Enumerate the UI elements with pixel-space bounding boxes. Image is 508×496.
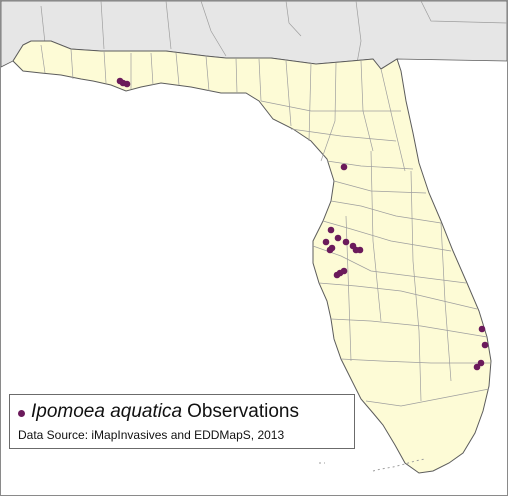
legend-observations-label: Observations (187, 401, 300, 422)
observation-point (340, 267, 348, 275)
observation-point (322, 238, 330, 246)
observation-point (352, 246, 360, 254)
observation-point (473, 363, 481, 371)
observation-point (123, 80, 131, 88)
florida-keys (319, 458, 426, 472)
observation-point (481, 341, 489, 349)
florida-state (12, 40, 492, 474)
observation-point (342, 238, 350, 246)
observation-point (327, 226, 335, 234)
legend-data-source: Data Source: iMapInvasives and EDDMapS, … (18, 428, 285, 442)
observation-points (116, 77, 489, 371)
observation-point (340, 163, 348, 171)
legend-entry: Ipomoea aquatica Observations (18, 401, 299, 423)
neighbor-borders (40, 1, 507, 64)
observation-point (333, 271, 341, 279)
observation-point (478, 325, 486, 333)
observation-point (477, 359, 485, 367)
county-borders (40, 44, 491, 407)
observation-dot-icon (18, 409, 25, 417)
observation-point (334, 234, 342, 242)
map-legend: Ipomoea aquatica Observations Data Sourc… (9, 394, 355, 449)
legend-species-name: Ipomoea aquatica (31, 401, 183, 422)
observation-point (326, 246, 334, 254)
